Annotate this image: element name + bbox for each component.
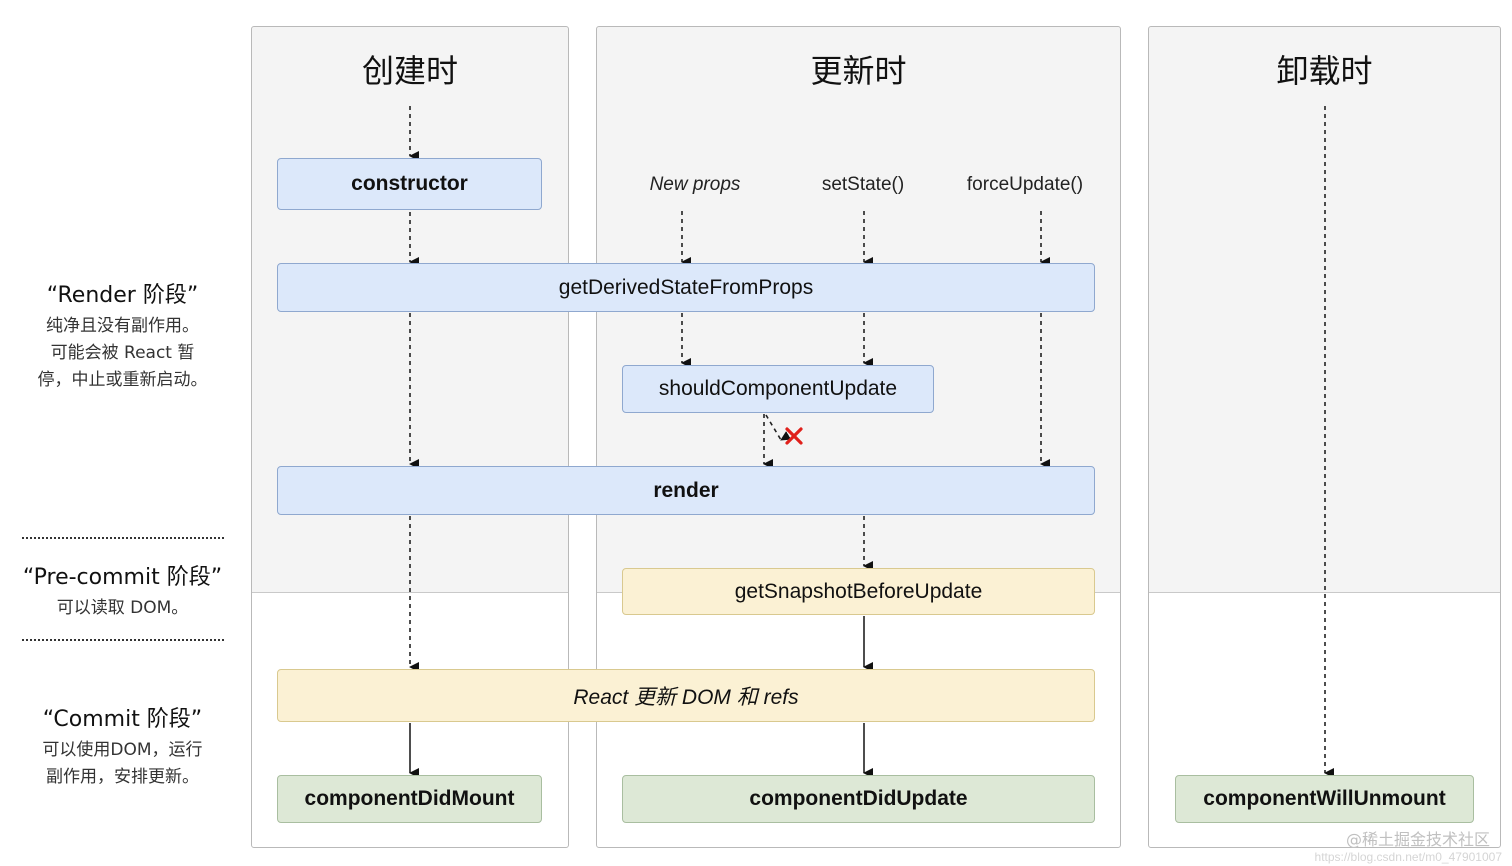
column-mount-title: 创建时	[361, 52, 458, 90]
phase-precommit-title: “Pre-commit 阶段”	[22, 565, 223, 590]
constructor-box: constructor	[277, 158, 542, 210]
phase-render-desc-line-3: 停，中止或重新启动。	[37, 370, 208, 390]
phase-render-desc: 纯净且没有副作用。 可能会被 React 暂 停，中止或重新启动。	[0, 313, 245, 394]
column-unmount-divider	[1149, 592, 1500, 593]
arrow-should-to-cancel	[765, 414, 792, 441]
get-derived-state-box: getDerivedStateFromProps	[277, 263, 1095, 312]
react-dom-update-box: React 更新 DOM 和 refs	[277, 669, 1095, 722]
column-unmount-title: 卸载时	[1276, 52, 1373, 90]
phase-commit-desc-line-1: 可以使用DOM，运行	[42, 740, 203, 760]
should-component-update-box: shouldComponentUpdate	[622, 365, 934, 413]
component-will-unmount-box: componentWillUnmount	[1175, 775, 1474, 823]
trigger-set-state: setState()	[821, 174, 905, 195]
trigger-new-props: New props	[649, 174, 741, 195]
trigger-force-update: forceUpdate()	[966, 174, 1084, 195]
phase-commit-desc-line-2: 副作用，安排更新。	[46, 767, 199, 787]
phase-render-desc-line-2: 可能会被 React 暂	[50, 343, 195, 363]
phase-render-title: “Render 阶段”	[46, 283, 199, 308]
phase-separator-top	[22, 537, 224, 539]
cancel-x-icon	[785, 427, 803, 445]
column-mount-divider	[252, 592, 568, 593]
column-update-title: 更新时	[810, 52, 907, 90]
phase-precommit-desc-line-1: 可以读取 DOM。	[56, 598, 189, 618]
component-did-mount-box: componentDidMount	[277, 775, 542, 823]
get-snapshot-box: getSnapshotBeforeUpdate	[622, 568, 1095, 615]
phase-commit-title: “Commit 阶段”	[42, 707, 203, 732]
phase-render-desc-line-1: 纯净且没有副作用。	[46, 316, 199, 336]
phase-precommit-desc: 可以读取 DOM。	[0, 595, 245, 622]
phase-commit-desc: 可以使用DOM，运行 副作用，安排更新。	[0, 737, 245, 791]
render-box: render	[277, 466, 1095, 515]
watermark-url: https://blog.csdn.net/m0_47901007	[1314, 850, 1502, 864]
component-did-update-box: componentDidUpdate	[622, 775, 1095, 823]
watermark: @稀土掘金技术社区	[1345, 830, 1490, 849]
phase-separator-bottom	[22, 639, 224, 641]
